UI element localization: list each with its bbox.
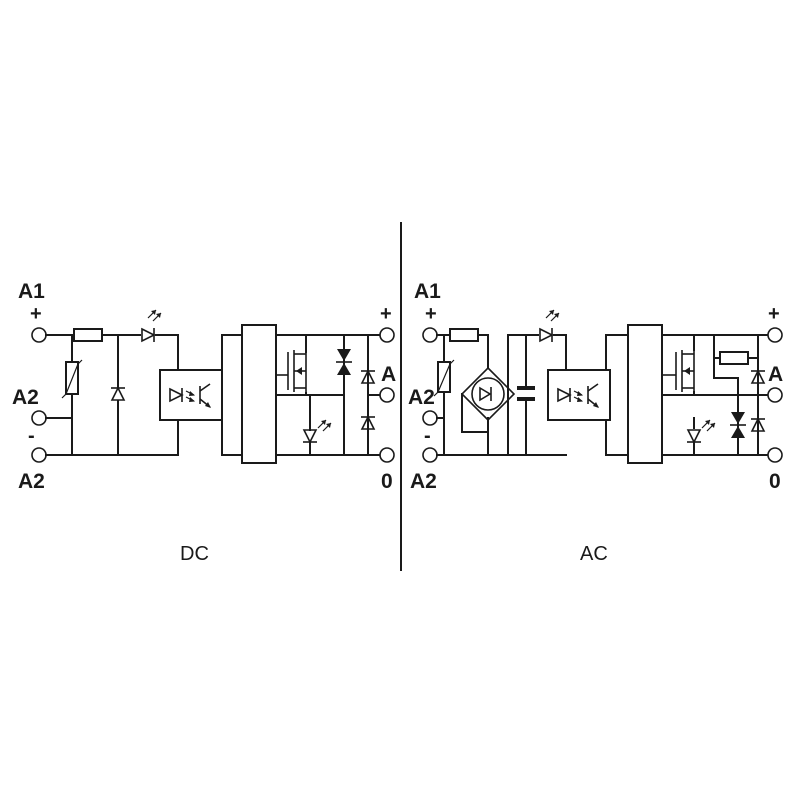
dc-status-led (141, 309, 162, 343)
ac-caption: AC (580, 543, 608, 565)
dc-label-a2-bottom: A2 (18, 470, 45, 493)
dc-varistor (61, 359, 83, 399)
dc-label-plus: + (30, 303, 42, 325)
ac-output-resistor (719, 351, 749, 365)
dc-link-wiring (221, 334, 243, 456)
ac-bridge-rectifier (460, 366, 516, 433)
dc-driver-block (241, 324, 277, 464)
ac-terminal-a2-bottom[interactable] (422, 447, 438, 463)
ac-label-a2-mid: A2 (408, 386, 435, 409)
dc-terminal-a2-mid[interactable] (31, 410, 47, 426)
ac-label-a1: A1 (414, 280, 441, 303)
ac-capacitor (517, 386, 535, 401)
ac-output-wiring (661, 334, 768, 456)
dc-mosfet (276, 350, 307, 393)
dc-out-zero: 0 (381, 470, 393, 493)
dc-terminal-plus[interactable] (379, 327, 395, 343)
ac-label-a2-bottom: A2 (410, 470, 437, 493)
dc-output-wiring (275, 334, 381, 456)
dc-label-minus: - (28, 425, 35, 447)
ac-label-plus: + (425, 303, 437, 325)
dc-terminal-zero[interactable] (379, 447, 395, 463)
ac-terminal-a1[interactable] (422, 327, 438, 343)
dc-panel: A1 + A2 - A2 (12, 280, 396, 565)
ac-out-zero: 0 (769, 470, 781, 493)
ac-input-resistor (449, 328, 479, 342)
dc-terminal-a1[interactable] (31, 327, 47, 343)
dc-out-plus: + (380, 303, 392, 325)
ac-terminal-zero[interactable] (767, 447, 783, 463)
dc-optocoupler (159, 334, 223, 456)
ac-tvs (729, 411, 747, 439)
dc-label-a1: A1 (18, 280, 45, 303)
ac-label-minus: - (424, 425, 431, 447)
ac-driver-block (627, 324, 663, 464)
dc-out-a: A (381, 363, 396, 386)
dc-label-a2-mid: A2 (12, 386, 39, 409)
dc-input-resistor (73, 328, 103, 342)
ac-terminal-a2-mid[interactable] (422, 410, 438, 426)
ac-varistor (433, 359, 455, 397)
dc-tvs (335, 348, 353, 376)
ac-out-a: A (768, 363, 783, 386)
ac-terminal-a[interactable] (767, 387, 783, 403)
dc-terminal-a[interactable] (379, 387, 395, 403)
ac-mosfet (662, 350, 695, 392)
ac-panel: A1 + A2 - A2 (408, 280, 783, 565)
ac-input-wiring (436, 334, 567, 456)
dc-output-led (302, 394, 332, 456)
ac-output-led (686, 419, 716, 456)
ac-out-plus: + (768, 303, 780, 325)
dc-caption: DC (180, 543, 209, 565)
ac-optocoupler (547, 334, 629, 456)
dc-terminal-a2-bottom[interactable] (31, 447, 47, 463)
ac-terminal-plus[interactable] (767, 327, 783, 343)
ac-status-led (539, 309, 560, 343)
dc-input-diode (110, 387, 126, 401)
